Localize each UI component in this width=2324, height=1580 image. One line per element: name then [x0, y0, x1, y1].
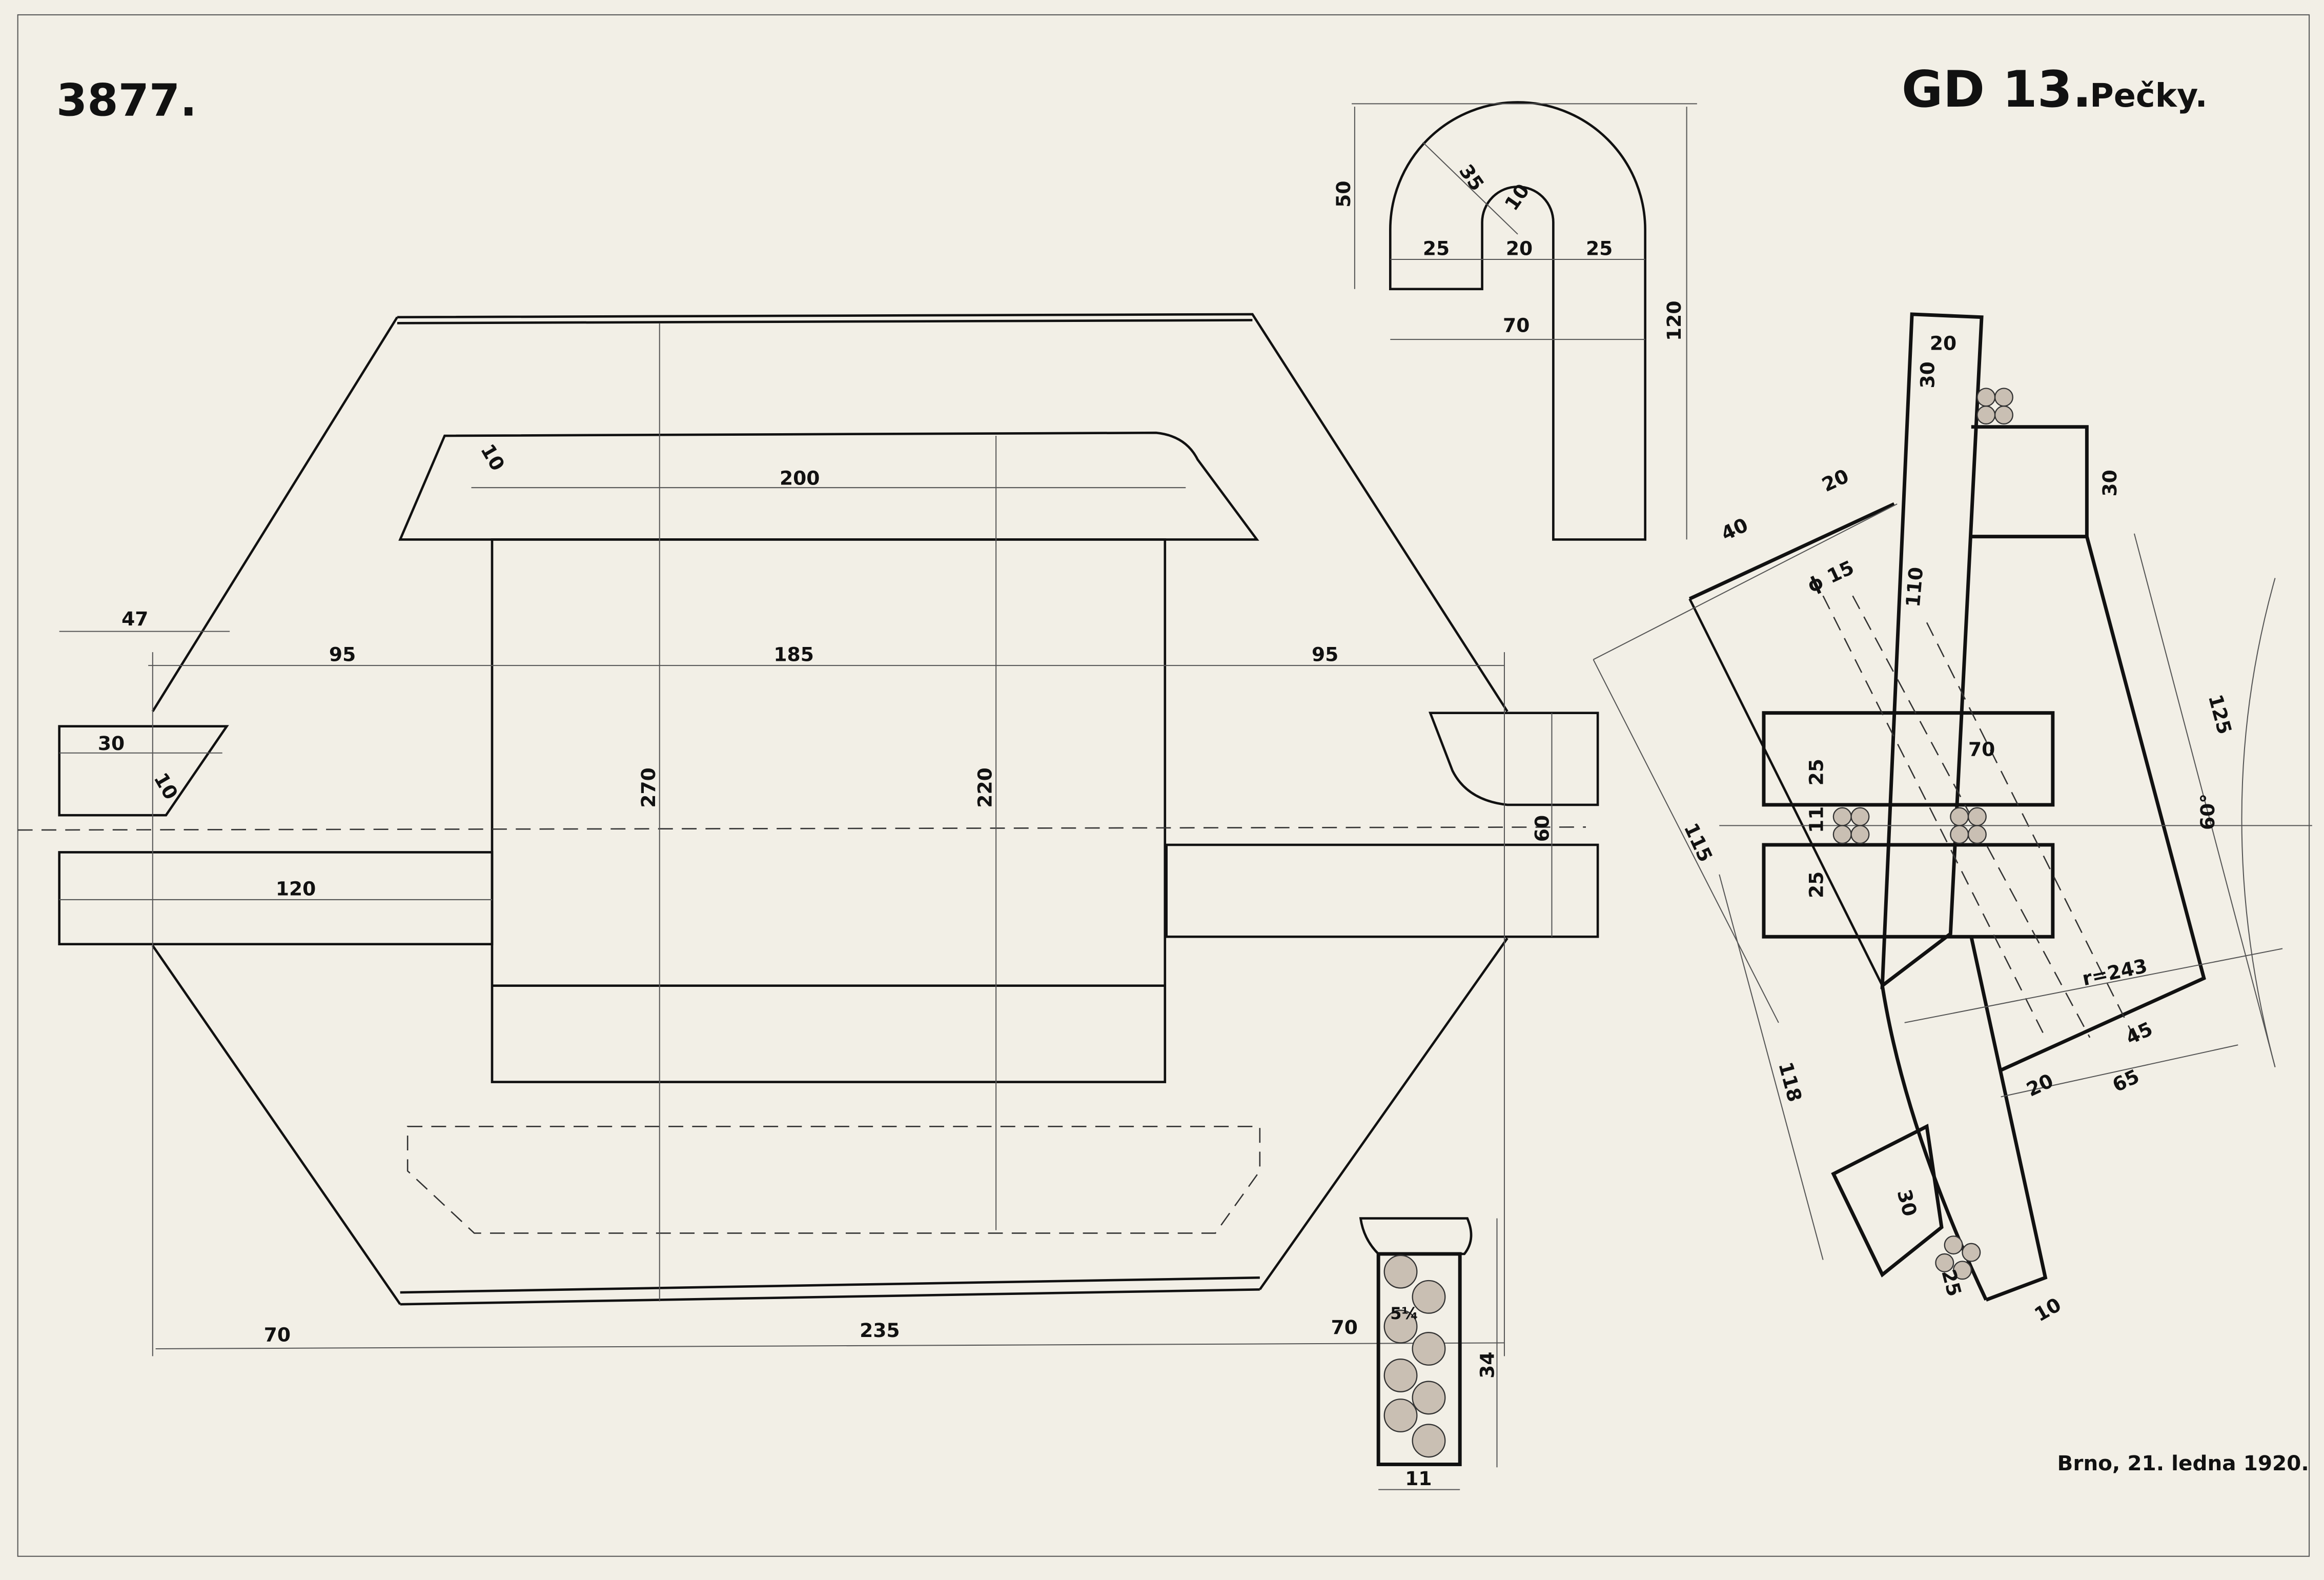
- dim-70-u: 70: [1503, 314, 1530, 337]
- u-detail: [1352, 101, 1697, 541]
- dim-30: 30: [98, 732, 125, 755]
- dim-60: 60: [1531, 815, 1554, 842]
- dim-50: 50: [1332, 180, 1355, 207]
- dim-47: 47: [121, 607, 148, 630]
- side-view: [1593, 312, 2312, 1302]
- drawing-title: GD 13.: [1902, 60, 2092, 119]
- dim-25-left: 25: [1423, 237, 1450, 259]
- dim-270: 270: [637, 767, 660, 807]
- dim-220: 220: [973, 767, 996, 807]
- dim-120-u: 120: [1663, 301, 1685, 341]
- dim-200: 200: [780, 467, 820, 489]
- dim-70-clamp: 70: [1968, 738, 1995, 761]
- dim-34: 34: [1476, 1352, 1499, 1379]
- dim-30-block: 30: [2098, 470, 2121, 496]
- dim-20-slot: 20: [1506, 237, 1533, 259]
- main-view: [17, 313, 1599, 1356]
- dim-110: 110: [1902, 566, 1928, 608]
- dim-70-bottom-left: 70: [264, 1324, 291, 1346]
- dim-235: 235: [860, 1319, 900, 1342]
- dim-25-lower: 25: [1805, 872, 1828, 898]
- dim-25-upper: 25: [1805, 759, 1828, 785]
- dim-95-left: 95: [329, 643, 356, 665]
- dim-30-bar: 30: [1917, 361, 1939, 388]
- dim-70-bottom-right: 70: [1331, 1316, 1358, 1339]
- sheet-border: [17, 14, 2310, 1557]
- dim-25-right: 25: [1586, 237, 1613, 259]
- wood-cap-icon: [1359, 1217, 1473, 1255]
- dim-20-bar: 20: [1930, 332, 1956, 354]
- dim-95-right: 95: [1312, 643, 1338, 665]
- dim-wire: 5¼: [1390, 1304, 1418, 1323]
- drawing-number: 3877.: [56, 75, 197, 127]
- dim-185: 185: [773, 643, 813, 665]
- dim-11-section: 11: [1405, 1467, 1432, 1490]
- dim-60-degrees: 60°: [2196, 794, 2219, 830]
- section-dimensions: 5¼ 34 11: [1390, 1304, 1498, 1490]
- drawing-date: Brno, 21. ledna 1920.: [2057, 1451, 2309, 1475]
- wire-bundle-icon: [1832, 388, 2013, 1280]
- dim-11: 11: [1805, 806, 1828, 833]
- dim-120: 120: [276, 877, 316, 900]
- drawing-place: Pečky.: [2090, 77, 2208, 115]
- cable-cross-section: [1359, 1217, 1498, 1490]
